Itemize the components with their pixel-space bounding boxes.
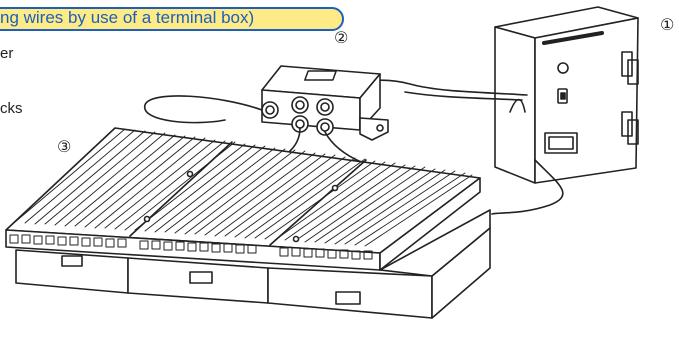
terminal-box	[261, 65, 389, 141]
scale-platforms	[5, 127, 491, 319]
title-banner	[0, 7, 344, 31]
control-box	[494, 6, 639, 184]
page-title: ng wires by use of a terminal box)	[0, 8, 255, 27]
side-label-2: cks	[0, 100, 23, 117]
callout-1: ①	[660, 17, 675, 34]
callout-2: ②	[334, 30, 349, 47]
callout-3: ③	[57, 139, 72, 156]
side-label-1: er	[0, 45, 14, 62]
